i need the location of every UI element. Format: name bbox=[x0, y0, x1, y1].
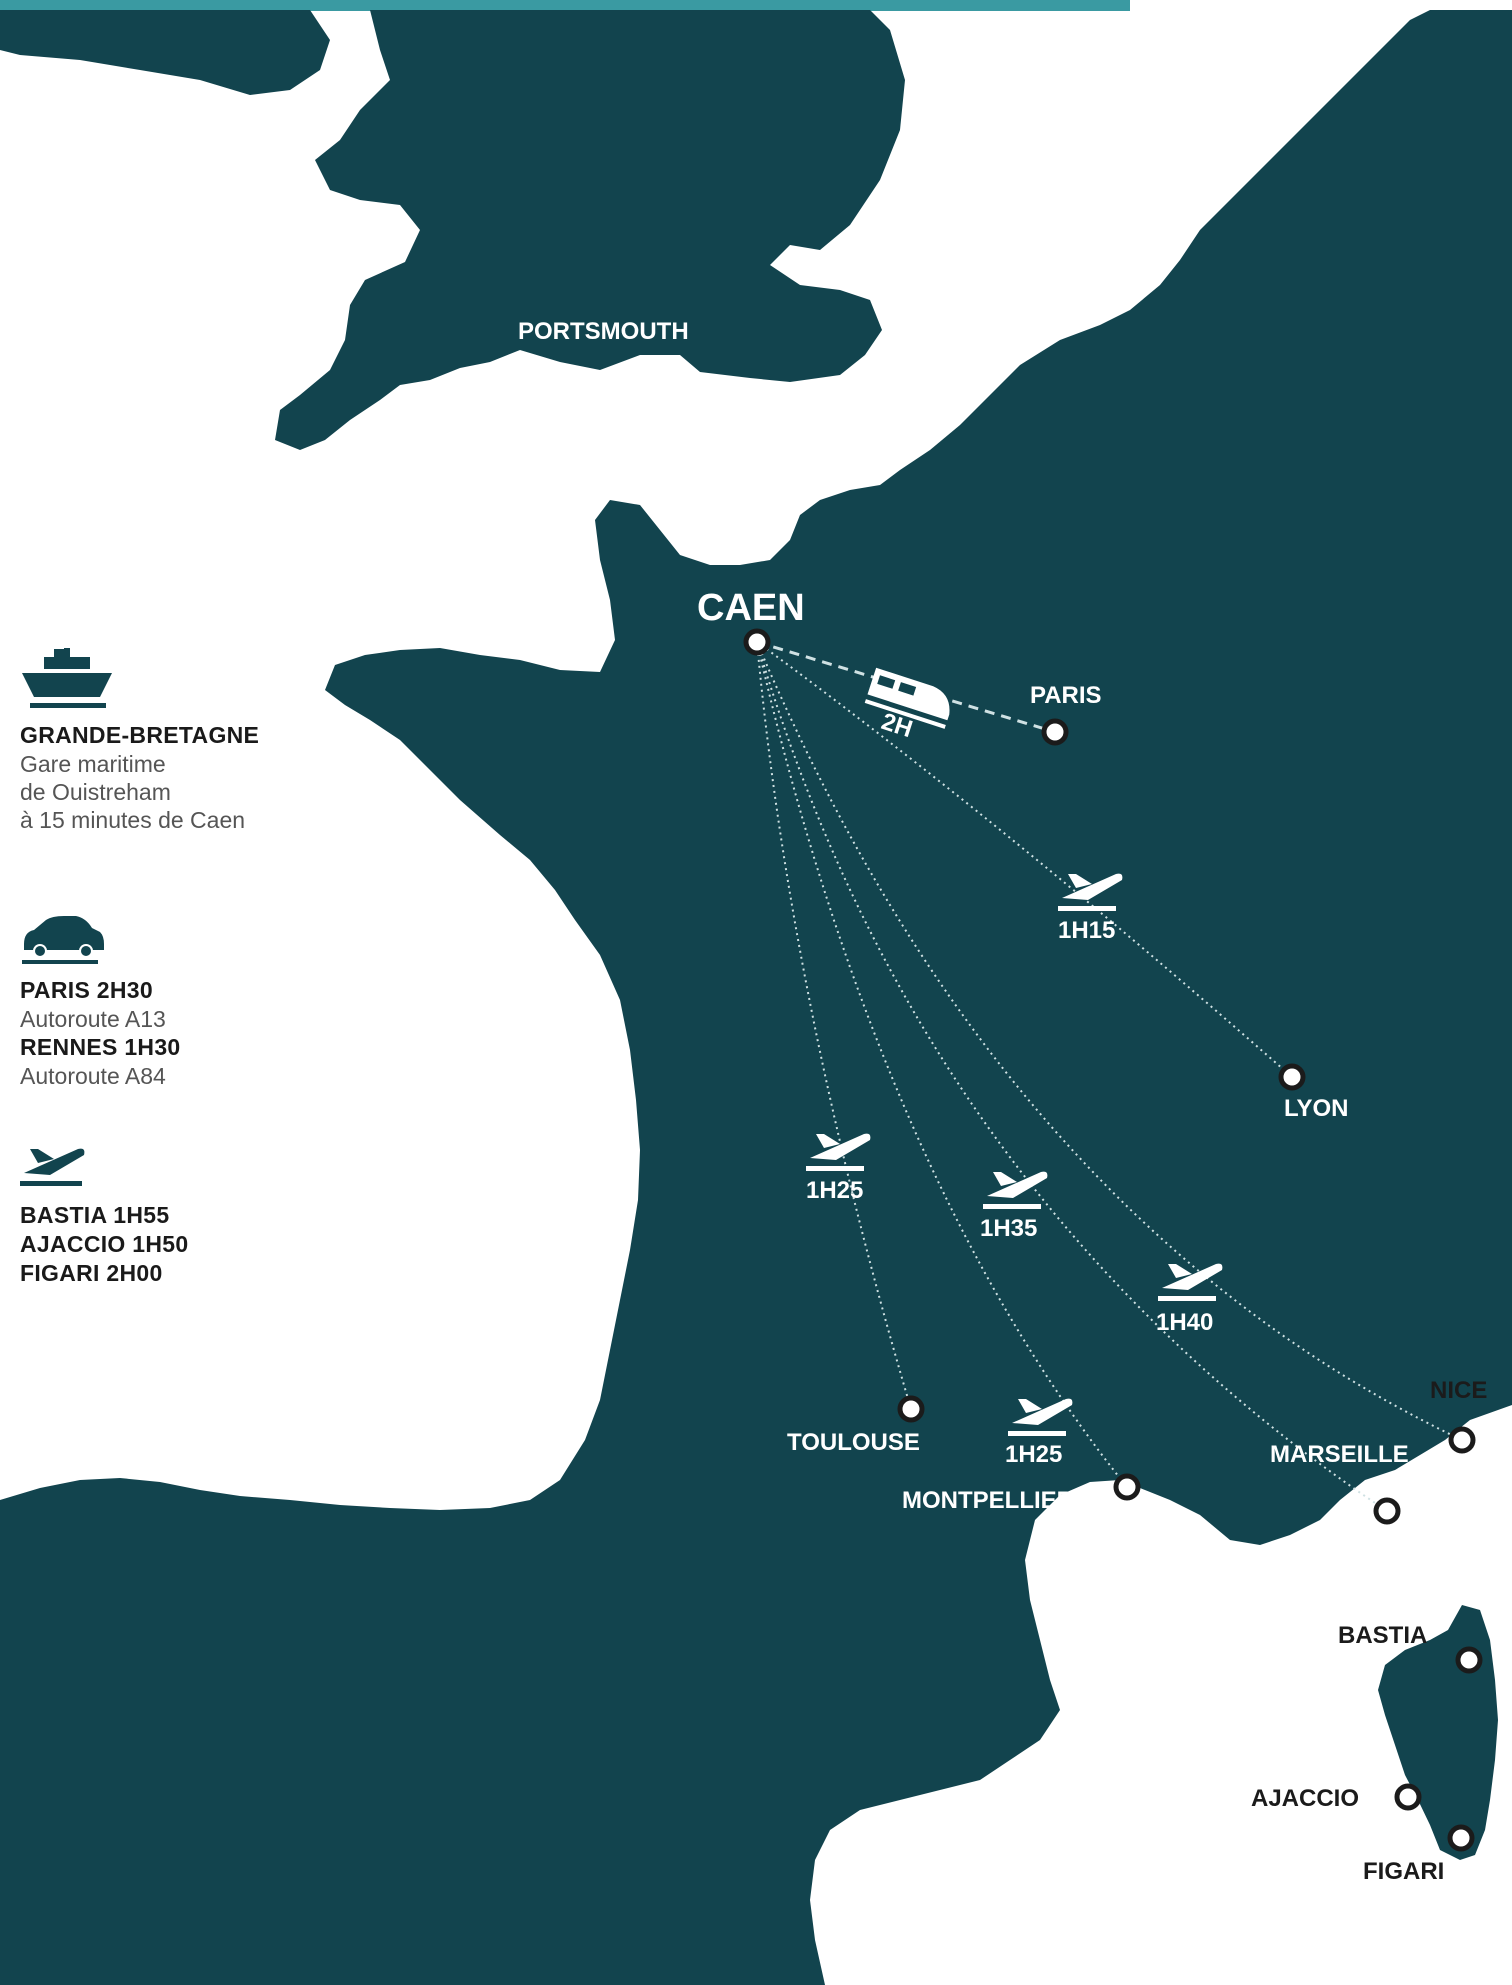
legend-car-road: Autoroute A84 bbox=[20, 1063, 166, 1089]
route-montpellier bbox=[756, 641, 1128, 1488]
city-marker-toulouse bbox=[897, 1395, 925, 1423]
legend-car: PARIS 2H30 Autoroute A13 RENNES 1H30 Aut… bbox=[20, 910, 181, 1090]
duration-nice: 1H40 bbox=[1156, 1309, 1213, 1336]
city-label-ajaccio: AJACCIO bbox=[1251, 1785, 1359, 1812]
duration-toulouse: 1H25 bbox=[806, 1177, 863, 1204]
city-label-paris: PARIS bbox=[1030, 682, 1102, 709]
city-marker-caen bbox=[743, 628, 771, 656]
city-marker-ajaccio bbox=[1394, 1783, 1422, 1811]
city-label-caen: CAEN bbox=[697, 587, 805, 629]
legend-ferry-line: Gare maritime bbox=[20, 751, 166, 777]
city-marker-figari bbox=[1447, 1824, 1475, 1852]
ferry-icon bbox=[22, 648, 112, 708]
city-label-marseille: MARSEILLE bbox=[1270, 1441, 1409, 1468]
legend-car-route: RENNES 1H30 bbox=[20, 1034, 181, 1060]
ireland bbox=[0, 10, 330, 95]
train-icon bbox=[864, 667, 950, 729]
city-marker-nice bbox=[1448, 1426, 1476, 1454]
legend-plane-line: FIGARI 2H00 bbox=[20, 1260, 163, 1286]
city-marker-montpellier bbox=[1113, 1473, 1141, 1501]
legend-car-road: Autoroute A13 bbox=[20, 1006, 166, 1032]
legend-plane: BASTIA 1H55 AJACCIO 1H50 FIGARI 2H00 bbox=[20, 1135, 189, 1288]
great-britain bbox=[275, 10, 905, 450]
top-accent-bar bbox=[0, 0, 1130, 11]
city-label-nice: NICE bbox=[1430, 1377, 1487, 1404]
legend-plane-line: AJACCIO 1H50 bbox=[20, 1231, 189, 1257]
city-label-portsmouth: PORTSMOUTH bbox=[518, 318, 689, 345]
legend-ferry: GRANDE-BRETAGNE Gare maritime de Ouistre… bbox=[20, 645, 259, 834]
city-label-toulouse: TOULOUSE bbox=[787, 1429, 920, 1456]
route-marseille bbox=[756, 641, 1388, 1512]
legend-ferry-line: de Ouistreham bbox=[20, 779, 171, 805]
city-marker-lyon bbox=[1278, 1063, 1306, 1091]
city-label-figari: FIGARI bbox=[1363, 1858, 1444, 1885]
duration-montpellier: 1H25 bbox=[1005, 1441, 1062, 1468]
city-marker-marseille bbox=[1373, 1497, 1401, 1525]
legend-car-route: PARIS 2H30 bbox=[20, 977, 153, 1003]
city-label-lyon: LYON bbox=[1284, 1095, 1348, 1122]
city-label-bastia: BASTIA bbox=[1338, 1622, 1427, 1649]
city-marker-paris bbox=[1041, 718, 1069, 746]
city-label-montpellier: MONTPELLIER bbox=[902, 1487, 1074, 1514]
legend-plane-line: BASTIA 1H55 bbox=[20, 1202, 170, 1228]
legend-ferry-line: à 15 minutes de Caen bbox=[20, 807, 246, 833]
plane-takeoff-icon bbox=[20, 1148, 85, 1186]
car-icon bbox=[22, 916, 104, 964]
legend-ferry-title: GRANDE-BRETAGNE bbox=[20, 722, 260, 748]
duration-marseille: 1H35 bbox=[980, 1215, 1037, 1242]
duration-lyon: 1H15 bbox=[1058, 917, 1115, 944]
city-marker-bastia bbox=[1455, 1646, 1483, 1674]
france bbox=[0, 10, 1512, 1985]
